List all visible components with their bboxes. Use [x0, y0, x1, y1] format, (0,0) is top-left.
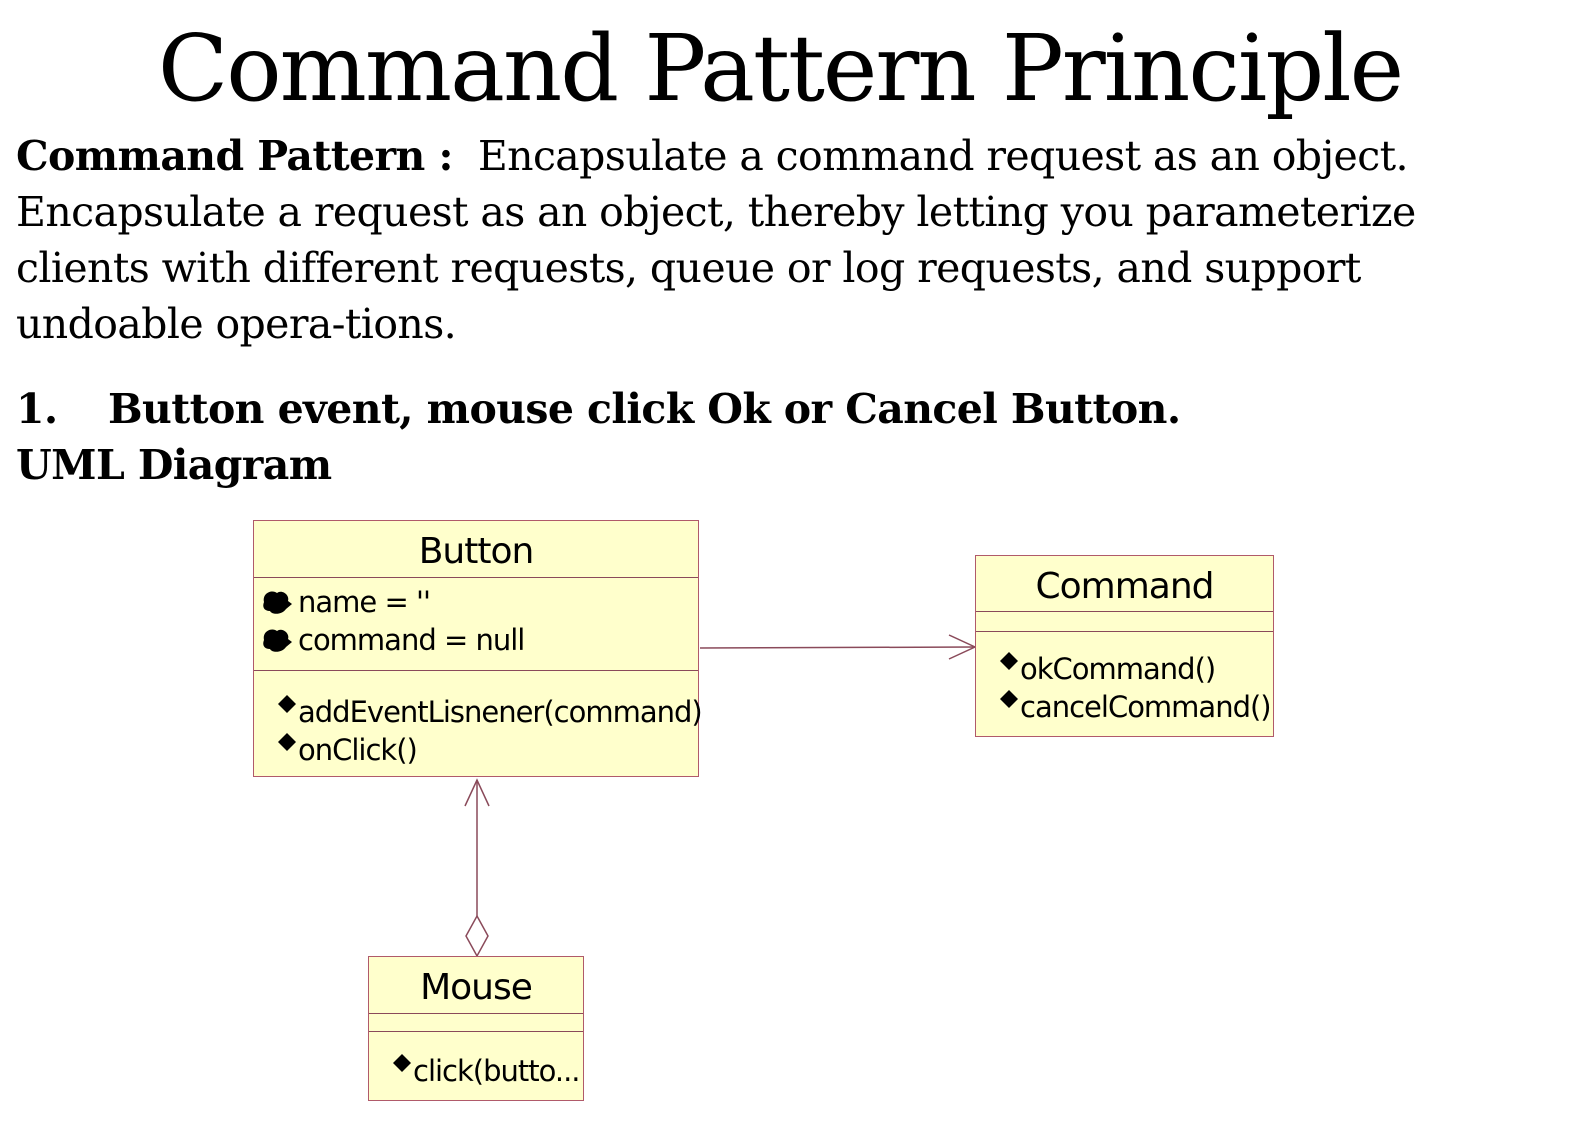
button-attributes: name = '' command = null: [254, 578, 698, 671]
command-operations: okCommand() cancelCommand(): [976, 632, 1273, 726]
class-name-button: Button: [254, 521, 698, 578]
public-operation-icon: [278, 695, 296, 713]
aggregation-diamond: [465, 914, 489, 958]
attribute-command: command = null: [254, 621, 698, 659]
operation-cancel-command: cancelCommand(): [976, 688, 1273, 726]
pattern-long-definition: Encapsulate a request as an object, ther…: [16, 188, 1416, 348]
association-line: [699, 646, 976, 649]
uml-class-command: Command okCommand() cancelCommand(): [975, 555, 1274, 737]
mouse-operations: click(butto...: [369, 1032, 583, 1090]
section-heading: 1. Button event, mouse click Ok or Cancel…: [16, 381, 1181, 437]
operation-click: click(butto...: [369, 1052, 583, 1090]
command-attributes: [976, 612, 1273, 632]
operation-on-click: onClick(): [254, 731, 698, 769]
class-name-command: Command: [976, 556, 1273, 612]
section-title: Button event, mouse click Ok or Cancel B…: [108, 385, 1181, 433]
public-operation-icon: [278, 733, 296, 751]
public-operation-icon: [393, 1054, 411, 1072]
uml-class-button: Button name = '' command = null addEvent…: [253, 520, 703, 777]
pattern-term: Command Pattern :: [16, 132, 454, 180]
class-name-mouse: Mouse: [369, 957, 583, 1014]
public-operation-icon: [1000, 652, 1018, 670]
intro-paragraph: Command Pattern : Encapsulate a command …: [16, 128, 1546, 352]
private-attribute-icon: [263, 591, 292, 614]
page-title: Command Pattern Principle: [157, 15, 1404, 122]
uml-class-mouse: Mouse click(butto...: [368, 956, 584, 1101]
section-number: 1.: [16, 385, 58, 433]
operation-ok-command: okCommand(): [976, 650, 1273, 688]
operation-add-event-listener: addEventLisnener(command): [254, 693, 703, 731]
public-operation-icon: [1000, 690, 1018, 708]
attribute-name: name = '': [254, 583, 698, 621]
aggregation-arrowhead: [464, 778, 490, 807]
mouse-attributes: [369, 1014, 583, 1032]
pattern-short-definition: Encapsulate a command request as an obje…: [477, 132, 1409, 180]
uml-diagram-heading: UML Diagram: [16, 441, 332, 489]
private-attribute-icon: [263, 629, 292, 652]
button-operations: addEventLisnener(command) onClick(): [254, 671, 703, 769]
